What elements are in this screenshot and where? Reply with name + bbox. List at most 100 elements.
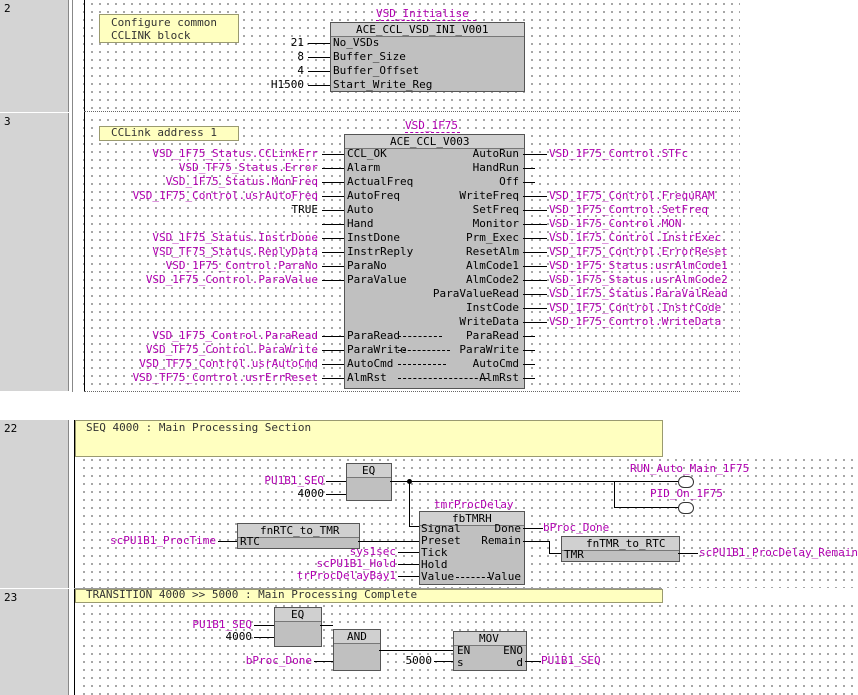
output-value[interactable]: VSD_1F75_Control.ErrorReset xyxy=(549,245,728,258)
output-value[interactable]: VSD_1F75_Control.InstrCode xyxy=(549,301,722,314)
rung-number-bar-3[interactable]: 3 xyxy=(0,113,69,391)
input-value-start-write-reg[interactable]: H1500 xyxy=(270,78,304,91)
rung-comment[interactable]: TRANSITION 4000 >> 5000 : Main Processin… xyxy=(75,589,663,603)
fb-instance-name[interactable]: VSD_Initialise xyxy=(376,7,469,20)
rung-comment[interactable]: Configure common CCLINK block xyxy=(99,14,239,43)
fbtmrh-block[interactable]: fbTMRH Signal Preset Tick Hold Value Don… xyxy=(419,511,525,585)
eq-input-2[interactable]: 4000 xyxy=(297,487,325,500)
input-pin-label: InstrReply xyxy=(347,245,414,258)
value-input[interactable]: trProcDelayBay1 xyxy=(296,569,396,582)
rtc-input[interactable]: scPU1B1_ProcTime xyxy=(110,534,216,547)
left-power-rail-inner xyxy=(84,0,85,392)
value-passthrough xyxy=(456,577,490,578)
inout-pin-label: AlmRst xyxy=(479,371,519,384)
inout-value[interactable]: VSD_TF75_Control.ParaWrite xyxy=(145,343,318,356)
fb-instance-name[interactable]: tmrProcDelay xyxy=(434,498,514,511)
fntmr-to-rtc-block[interactable]: fnTMR_to_RTC TMR xyxy=(561,536,680,562)
output-value[interactable]: VSD_1F75_Control.STFc xyxy=(549,147,689,160)
input-value-no-vsds[interactable]: 21 xyxy=(290,36,304,49)
inout-value[interactable]: VSD_TF75_Control.usrAutoCmd xyxy=(139,357,318,370)
coil-label-pid-on[interactable]: PID_On_1F75 xyxy=(650,487,723,500)
rung-number-bar-23[interactable]: 23 xyxy=(0,589,69,695)
output-pin-label: ResetAlm xyxy=(466,245,519,258)
and-block[interactable]: AND xyxy=(333,629,381,671)
input-value[interactable]: VSD_1F75_Control.ParaValue xyxy=(145,273,318,286)
input-value-buffer-offset[interactable]: 4 xyxy=(297,64,304,77)
input-value[interactable]: VSD_1F75_Control.ParaNo xyxy=(165,259,318,272)
wire xyxy=(322,336,344,337)
coil-run-auto[interactable] xyxy=(678,476,694,488)
wire xyxy=(523,528,543,529)
wire xyxy=(523,350,535,351)
fnrtc-to-tmr-block[interactable]: fnRTC_to_TMR RTC xyxy=(237,523,360,549)
eq-input-2[interactable]: 4000 xyxy=(225,630,253,643)
fb-header xyxy=(334,630,380,644)
input-value[interactable]: VSD_1F75_Status.InstrDone xyxy=(152,231,318,244)
wire xyxy=(523,541,549,542)
rung-separator xyxy=(74,588,662,589)
eq-block[interactable]: EQ xyxy=(274,607,322,647)
left-power-rail xyxy=(72,0,73,392)
inout-value[interactable]: VSD_TF75_Control.usrErrReset xyxy=(132,371,318,384)
instance-underline xyxy=(405,132,460,133)
wire xyxy=(254,637,274,638)
inout-passthrough xyxy=(398,336,442,337)
rung-comment[interactable]: SEQ 4000 : Main Processing Section xyxy=(75,420,663,457)
wire xyxy=(614,481,615,507)
comment-text: SEQ 4000 : Main Processing Section xyxy=(86,421,312,434)
wire xyxy=(549,553,561,554)
inout-value[interactable]: VSD_1F75_Control.ParaRead xyxy=(152,329,318,342)
output-value[interactable]: VSD_1F75_Status.usrAlmCode2 xyxy=(549,273,728,286)
rung-number-bar-22[interactable]: 22 xyxy=(0,420,69,588)
hold-input[interactable]: scPU1B1_Hold xyxy=(316,557,396,570)
output-value[interactable]: VSD_1F75_Control.MON xyxy=(549,217,682,230)
eq-type: EQ xyxy=(362,464,376,477)
tick-input[interactable]: sys1sec xyxy=(349,545,396,558)
and-input-2[interactable]: bProc_Done xyxy=(245,654,312,667)
eq-input-1[interactable]: PU1B1_SEQ xyxy=(192,618,252,631)
coil-pid-on[interactable] xyxy=(678,502,694,514)
output-value[interactable]: VSD_1F75_Control.FrequRAM xyxy=(549,189,715,202)
mov-s-value[interactable]: 5000 xyxy=(405,654,433,667)
mov-block[interactable]: MOV EN ENO s d xyxy=(453,631,527,671)
fb-instance-name[interactable]: VSD_1F75 xyxy=(405,119,458,132)
fb-header xyxy=(275,608,321,622)
rung-comment[interactable]: CCLink address 1 xyxy=(99,126,239,141)
wire xyxy=(398,552,419,553)
wire xyxy=(322,210,344,211)
input-value[interactable]: VSD_1F75_Status.CCLinkErr xyxy=(152,147,318,160)
coil-label-run-auto[interactable]: RUN_Auto_Main_1F75 xyxy=(630,462,750,475)
output-value[interactable]: VSD_1F75_Control.InstrExec xyxy=(549,231,722,244)
wire xyxy=(320,625,333,626)
tmr-to-rtc-output[interactable]: scPU1B1_ProcDelay_Remain xyxy=(699,546,858,559)
eq-input-1[interactable]: PU1B1_SEQ xyxy=(264,474,324,487)
fb-header xyxy=(347,464,391,478)
inout-pin-label: ParaWrite xyxy=(459,343,519,356)
input-value[interactable]: VSD_1F75_Control.usrAutoFreq xyxy=(132,189,318,202)
rung-separator xyxy=(84,391,740,393)
input-value[interactable]: VSD_TF75_Status.Error xyxy=(178,161,318,174)
mov-d-value[interactable]: PU1B1_SEQ xyxy=(541,654,601,667)
pin-eno: ENO xyxy=(503,644,523,657)
input-value[interactable]: VSD_1F75_Status.MonFreq xyxy=(165,175,318,188)
input-value-buffer-size[interactable]: 8 xyxy=(297,50,304,63)
output-value[interactable]: VSD_1F75_Status.ParaValRead xyxy=(549,287,728,300)
input-value[interactable]: TRUE xyxy=(291,203,319,216)
pin-value-in: Value xyxy=(421,570,455,583)
function-block-vsd-1f75[interactable]: ACE_CCL_V003 xyxy=(344,134,525,389)
input-value[interactable]: VSD_TF75_Status.ReplyData xyxy=(152,245,318,258)
eq-block[interactable]: EQ xyxy=(346,463,392,501)
wire xyxy=(314,661,333,662)
function-block-vsd-initialise[interactable]: ACE_CCL_VSD_INI_V001 No_VSDs Buffer_Size… xyxy=(330,22,525,92)
pin-tick: Tick xyxy=(421,546,448,559)
output-value[interactable]: VSD_1F75_Status.usrAlmCode1 xyxy=(549,259,728,272)
pin-rtc: RTC xyxy=(240,535,260,548)
rung-number-bar-2[interactable]: 2 xyxy=(0,0,69,112)
output-value[interactable]: VSD_1F75_Control.SetFreq xyxy=(549,203,708,216)
done-output[interactable]: bProc_Done xyxy=(543,521,610,534)
inout-passthrough xyxy=(398,350,450,351)
wire xyxy=(322,224,344,225)
output-value[interactable]: VSD_1F75_Control.WriteData xyxy=(549,315,722,328)
wire xyxy=(308,71,330,72)
wire xyxy=(614,507,678,508)
